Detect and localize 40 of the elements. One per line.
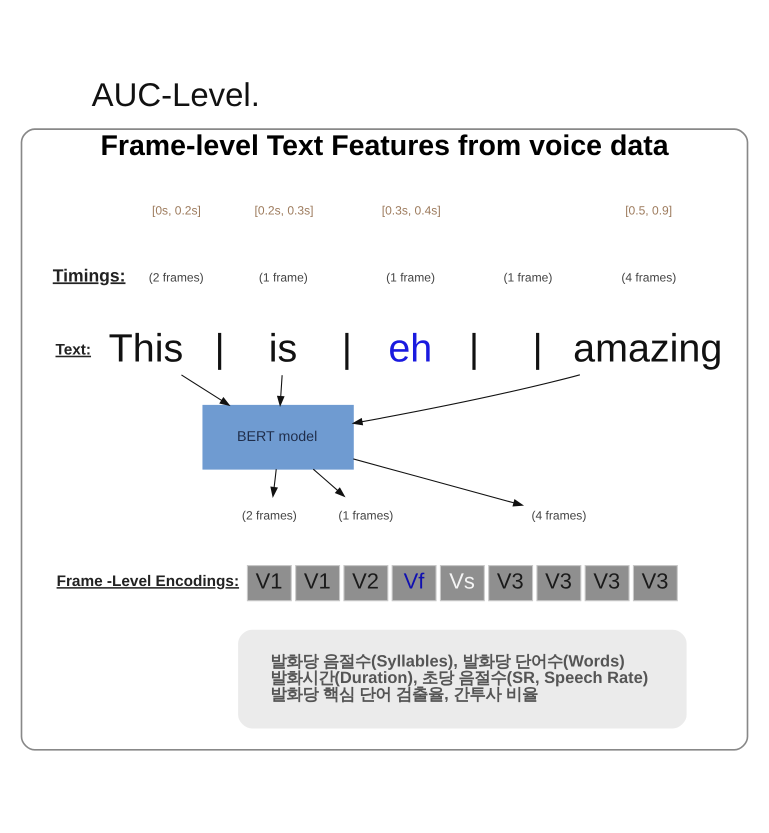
label: | (468, 326, 480, 370)
label: [0.5, 0.9] (625, 202, 672, 217)
node-text: (1 frames) (338, 508, 394, 522)
label: Text: (56, 341, 92, 358)
node-text: eh (388, 326, 432, 370)
node-box: V2 (343, 564, 388, 601)
node-text: (2 frames) (242, 508, 297, 522)
node-box: V1 (295, 564, 340, 601)
arrow (352, 374, 580, 425)
label: | (342, 326, 352, 370)
arrow (270, 468, 278, 498)
label: (1 frame) (258, 270, 308, 284)
node-box: V3 (536, 564, 582, 601)
arrow (353, 458, 524, 506)
label: Timings: (52, 264, 126, 285)
node-text: (4 frames) (531, 508, 586, 522)
node-box: V3 (488, 564, 534, 601)
label: | (214, 326, 225, 370)
arrow (312, 468, 346, 497)
label: (2 frames) (148, 270, 204, 284)
label: Frame -Level Encodings: (56, 572, 240, 590)
label: AUC-Level. (92, 76, 260, 113)
node-box: BERT model (202, 404, 354, 470)
node-box: V3 (632, 564, 678, 601)
label: (1 frame) (386, 270, 436, 284)
arrow (181, 374, 231, 406)
node-box: Vf (392, 564, 437, 601)
node-text: amazing (573, 326, 722, 370)
node-text: is (268, 326, 298, 370)
label: (4 frames) (621, 270, 676, 284)
node-box: V1 (246, 564, 292, 601)
node-box: Vs (440, 564, 485, 601)
node-text: This (108, 326, 184, 370)
node-box: V3 (584, 564, 630, 601)
arrow (276, 374, 285, 406)
label: [0.3s, 0.4s] (382, 202, 441, 217)
label: (1 frame) (503, 270, 552, 284)
label: [0s, 0.2s] (152, 202, 201, 217)
label: [0.2s, 0.3s] (254, 202, 314, 217)
label: | (532, 326, 543, 370)
